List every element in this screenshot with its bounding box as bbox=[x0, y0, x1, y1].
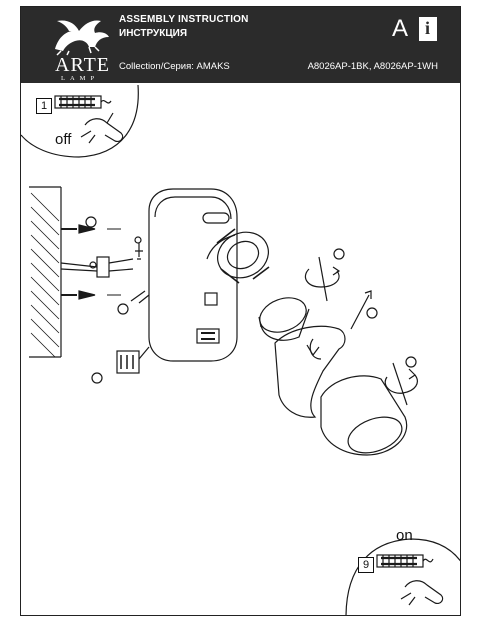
switch-hand-icon bbox=[400, 580, 444, 606]
model-numbers: A8026AP-1BK, A8026AP-1WH bbox=[307, 61, 438, 72]
mounting-bracket bbox=[60, 256, 134, 278]
sheet-letter: A bbox=[392, 15, 409, 42]
step-1-label: off bbox=[55, 131, 72, 148]
instruction-sheet: ARTE LAMP ASSEMBLY INSTRUCTION ИНСТРУКЦИ… bbox=[20, 6, 461, 616]
title-english: ASSEMBLY INSTRUCTION bbox=[119, 14, 249, 25]
rotate-arrow-icon bbox=[384, 362, 418, 406]
step-9-label: on bbox=[396, 527, 413, 544]
lamp-base-plate bbox=[148, 188, 238, 362]
mounting-screws bbox=[61, 224, 121, 300]
wall-hatch-icon bbox=[29, 186, 62, 358]
ground-icon bbox=[135, 243, 143, 260]
step-callouts bbox=[85, 216, 417, 384]
lamp-shade-cylinder bbox=[320, 375, 408, 456]
info-book-icon: i bbox=[419, 17, 437, 41]
swivel-joint bbox=[206, 228, 270, 284]
step-1-number: 1 bbox=[36, 98, 52, 114]
rotate-arrow-icon bbox=[304, 256, 341, 302]
collection-label: Collection/Серия: AMAKS bbox=[119, 61, 230, 72]
info-glyph: i bbox=[425, 18, 431, 38]
title-russian: ИНСТРУКЦИЯ bbox=[119, 28, 188, 39]
step-9-number: 9 bbox=[358, 557, 374, 573]
terminal-block-left bbox=[116, 346, 150, 374]
arrow-up-icon bbox=[350, 290, 372, 330]
switch-hand-icon bbox=[80, 112, 124, 144]
terminal-block-top bbox=[54, 95, 112, 109]
header-bar: ARTE LAMP ASSEMBLY INSTRUCTION ИНСТРУКЦИ… bbox=[21, 7, 460, 83]
lamp-shade-folded bbox=[274, 325, 346, 418]
lamp-cap-ring bbox=[258, 297, 310, 341]
step1-circle-arc bbox=[21, 84, 139, 158]
brand-logo: ARTE LAMP bbox=[35, 13, 121, 82]
assembly-illustration bbox=[21, 84, 460, 615]
brand-subtitle: LAMP bbox=[61, 75, 100, 82]
terminal-block-bottom bbox=[376, 554, 434, 568]
griffin-logo-icon bbox=[55, 20, 109, 56]
brand-name: ARTE bbox=[55, 54, 111, 76]
step9-circle-arc bbox=[345, 538, 460, 615]
screw-icon bbox=[130, 290, 150, 304]
